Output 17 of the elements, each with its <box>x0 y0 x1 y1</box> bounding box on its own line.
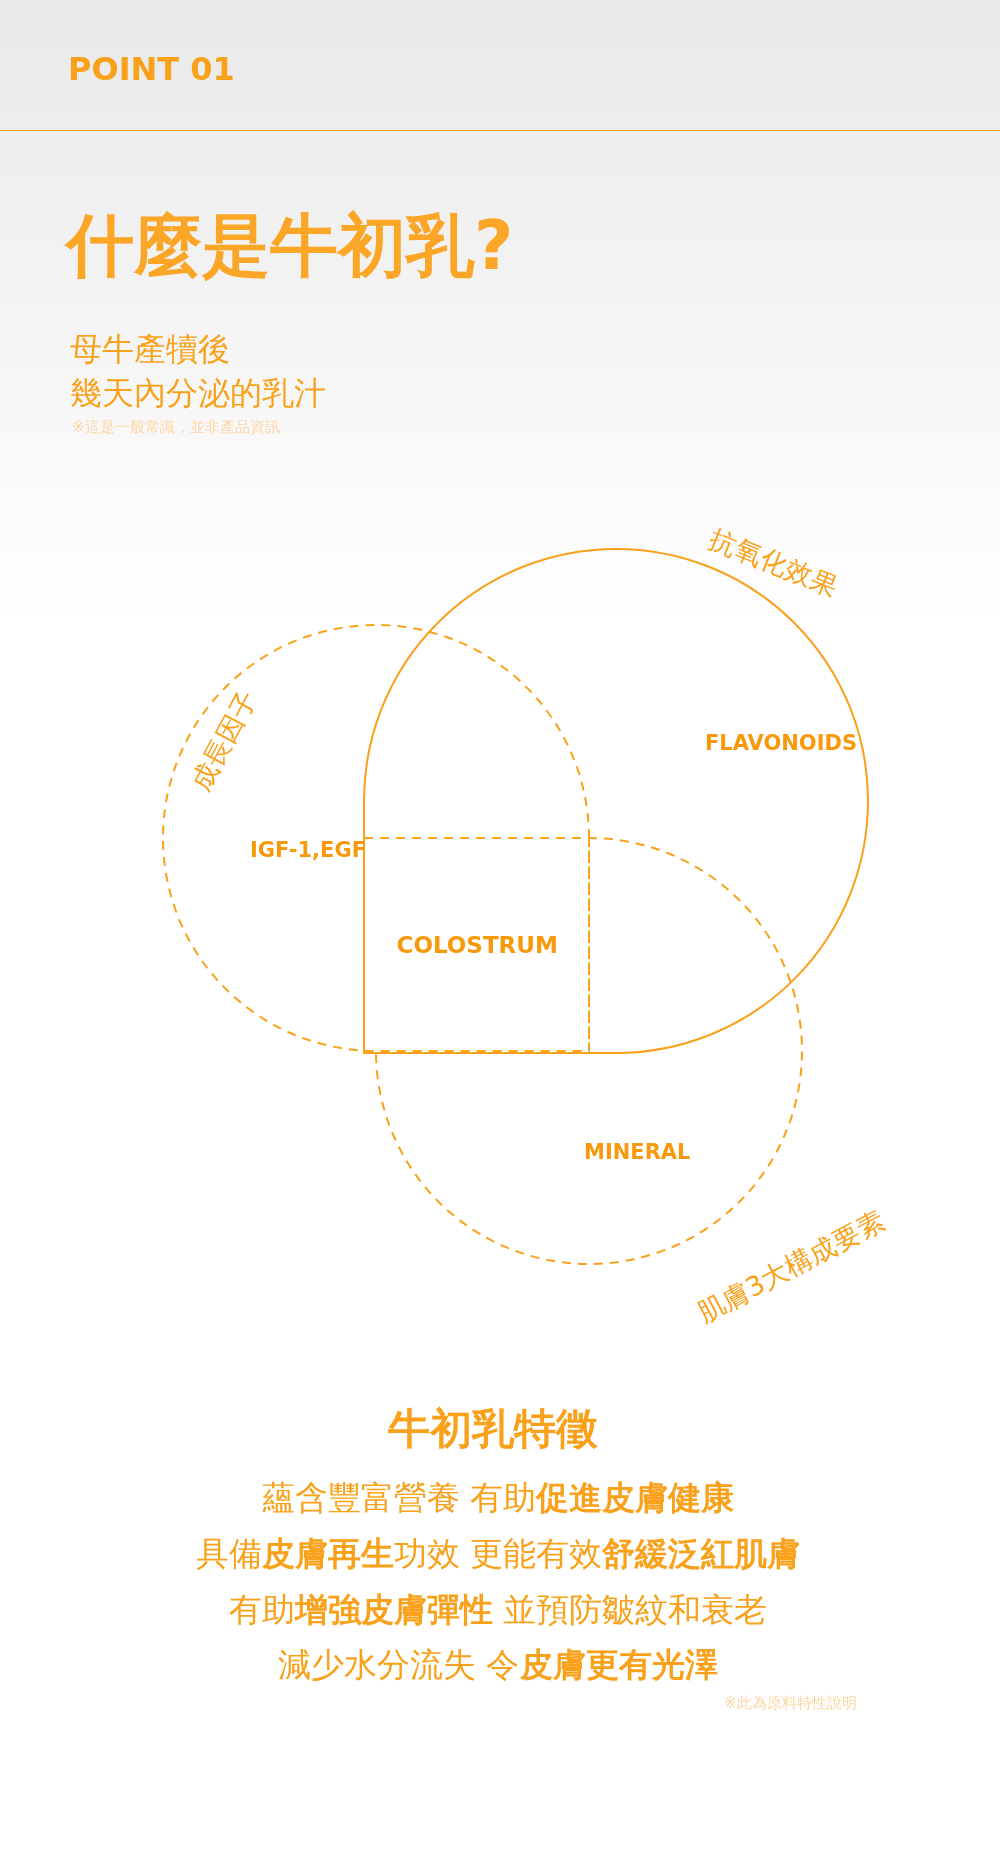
circle-heading: 成長因子 <box>185 686 263 796</box>
feature-line: 減少水分流失 令皮膚更有光澤 <box>278 1645 718 1685</box>
circle-label: FLAVONOIDS <box>705 732 858 756</box>
page-title: 什麼是牛初乳? <box>66 205 514 287</box>
subtitle: 母牛產犢後 <box>70 330 230 369</box>
center-label: COLOSTRUM <box>396 932 558 960</box>
circle-label: MINERAL <box>584 1141 691 1165</box>
disclaimer-note: ※此為原料特性說明 <box>724 1694 857 1712</box>
subtitle: 幾天內分泌的乳汁 <box>70 374 326 413</box>
feature-line: 有助增強皮膚彈性 並預防皺紋和衰老 <box>228 1590 767 1630</box>
section-number: POINT 01 <box>68 50 235 89</box>
circle-heading: 肌膚3大構成要素 <box>693 1205 890 1329</box>
feature-line: 具備皮膚再生功效 更能有效舒緩泛紅肌膚 <box>195 1534 800 1574</box>
feature-line: 蘊含豐富營養 有助促進皮膚健康 <box>261 1478 734 1518</box>
section-heading: 牛初乳特徵 <box>388 1404 598 1455</box>
circle-heading: 抗氧化效果 <box>705 523 842 602</box>
disclaimer-note: ※這是一般常識，並非產品資訊 <box>72 418 280 436</box>
